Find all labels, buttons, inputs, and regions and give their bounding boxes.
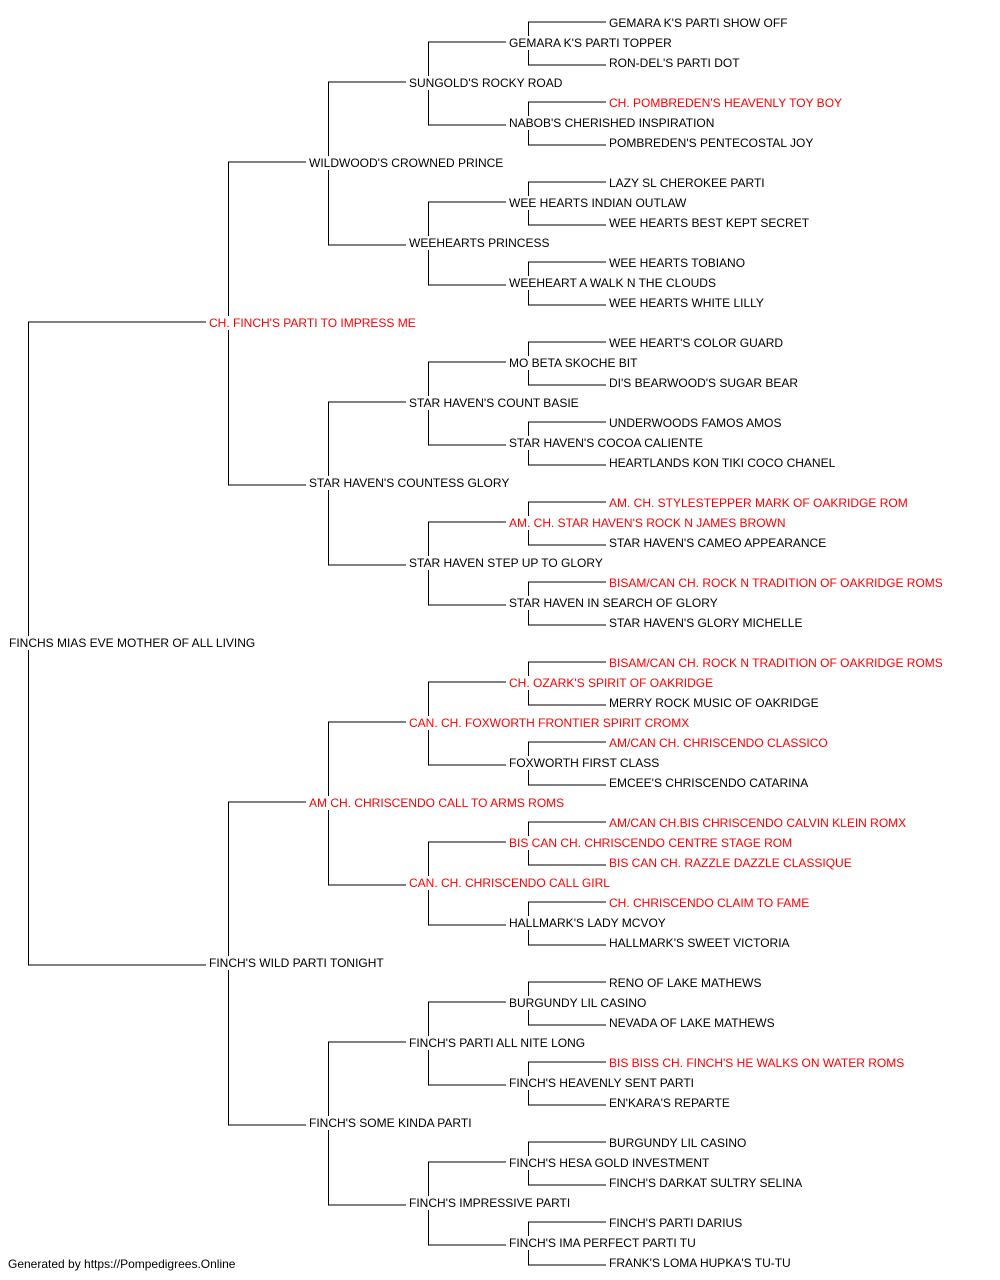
dam-name-gen3[interactable]: FINCH'S IMPRESSIVE PARTI <box>408 1196 572 1210</box>
sire-name-gen4[interactable]: WEE HEARTS INDIAN OUTLAW <box>508 196 688 210</box>
sire-name-gen3[interactable]: CAN. CH. FOXWORTH FRONTIER SPIRIT CROMX <box>408 716 691 730</box>
sire-name-gen5[interactable]: UNDERWOODS FAMOS AMOS <box>608 416 783 430</box>
sire-name-gen5[interactable]: AM. CH. STYLESTEPPER MARK OF OAKRIDGE RO… <box>608 496 909 510</box>
sire-name-gen5[interactable]: LAZY SL CHEROKEE PARTI <box>608 176 766 190</box>
sire-name-gen4[interactable]: BURGUNDY LIL CASINO <box>508 996 648 1010</box>
dam-name-gen5[interactable]: STAR HAVEN'S GLORY MICHELLE <box>608 616 804 630</box>
dam-name-gen3[interactable]: WEEHEARTS PRINCESS <box>408 236 551 250</box>
sire-name-gen5[interactable]: AM/CAN CH. CHRISCENDO CLASSICO <box>608 736 829 750</box>
sire-name-gen5[interactable]: RENO OF LAKE MATHEWS <box>608 976 763 990</box>
dam-name-gen5[interactable]: HEARTLANDS KON TIKI COCO CHANEL <box>608 456 837 470</box>
dam-name-gen3[interactable]: CAN. CH. CHRISCENDO CALL GIRL <box>408 876 611 890</box>
dam-name-gen4[interactable]: FINCH'S IMA PERFECT PARTI TU <box>508 1236 697 1250</box>
sire-name-gen5[interactable]: GEMARA K'S PARTI SHOW OFF <box>608 16 789 30</box>
sire-name-gen4[interactable]: GEMARA K'S PARTI TOPPER <box>508 36 673 50</box>
dam-name-gen4[interactable]: STAR HAVEN IN SEARCH OF GLORY <box>508 596 719 610</box>
dam-name-gen5[interactable]: BIS CAN CH. RAZZLE DAZZLE CLASSIQUE <box>608 856 853 870</box>
dam-name-gen2[interactable]: STAR HAVEN'S COUNTESS GLORY <box>308 476 511 490</box>
dam-name-gen5[interactable]: EMCEE'S CHRISCENDO CATARINA <box>608 776 810 790</box>
generated-by-footer[interactable]: Generated by https://Pompedigrees.Online <box>8 1257 236 1271</box>
sire-name-gen4[interactable]: BIS CAN CH. CHRISCENDO CENTRE STAGE ROM <box>508 836 794 850</box>
dam-name-gen4[interactable]: FOXWORTH FIRST CLASS <box>508 756 661 770</box>
sire-name-gen5[interactable]: WEE HEART'S COLOR GUARD <box>608 336 785 350</box>
dam-name-gen5[interactable]: STAR HAVEN'S CAMEO APPEARANCE <box>608 536 828 550</box>
dam-name-gen1[interactable]: FINCH'S WILD PARTI TONIGHT <box>208 956 385 970</box>
dam-name-gen5[interactable]: WEE HEARTS BEST KEPT SECRET <box>608 216 811 230</box>
dam-name-gen5[interactable]: FINCH'S DARKAT SULTRY SELINA <box>608 1176 804 1190</box>
sire-name-gen3[interactable]: STAR HAVEN'S COUNT BASIE <box>408 396 580 410</box>
dam-name-gen4[interactable]: FINCH'S HEAVENLY SENT PARTI <box>508 1076 696 1090</box>
dam-name-gen4[interactable]: STAR HAVEN'S COCOA CALIENTE <box>508 436 704 450</box>
dam-name-gen3[interactable]: STAR HAVEN STEP UP TO GLORY <box>408 556 604 570</box>
sire-name-gen5[interactable]: BIS BISS CH. FINCH'S HE WALKS ON WATER R… <box>608 1056 906 1070</box>
subject-dog-name[interactable]: FINCHS MIAS EVE MOTHER OF ALL LIVING <box>8 636 257 650</box>
sire-name-gen5[interactable]: BURGUNDY LIL CASINO <box>608 1136 748 1150</box>
sire-name-gen5[interactable]: WEE HEARTS TOBIANO <box>608 256 747 270</box>
sire-name-gen4[interactable]: AM. CH. STAR HAVEN'S ROCK N JAMES BROWN <box>508 516 787 530</box>
sire-name-gen5[interactable]: BISAM/CAN CH. ROCK N TRADITION OF OAKRID… <box>608 576 944 590</box>
sire-name-gen2[interactable]: AM CH. CHRISCENDO CALL TO ARMS ROMS <box>308 796 566 810</box>
dam-name-gen5[interactable]: DI'S BEARWOOD'S SUGAR BEAR <box>608 376 800 390</box>
dam-name-gen4[interactable]: WEEHEART A WALK N THE CLOUDS <box>508 276 717 290</box>
sire-name-gen4[interactable]: CH. OZARK'S SPIRIT OF OAKRIDGE <box>508 676 715 690</box>
sire-name-gen5[interactable]: AM/CAN CH.BIS CHRISCENDO CALVIN KLEIN RO… <box>608 816 908 830</box>
sire-name-gen1[interactable]: CH. FINCH'S PARTI TO IMPRESS ME <box>208 316 417 330</box>
dam-name-gen5[interactable]: FRANK'S LOMA HUPKA'S TU-TU <box>608 1256 792 1270</box>
dam-name-gen5[interactable]: HALLMARK'S SWEET VICTORIA <box>608 936 791 950</box>
sire-name-gen5[interactable]: CH. POMBREDEN'S HEAVENLY TOY BOY <box>608 96 844 110</box>
dam-name-gen5[interactable]: WEE HEARTS WHITE LILLY <box>608 296 765 310</box>
dam-name-gen2[interactable]: FINCH'S SOME KINDA PARTI <box>308 1116 473 1130</box>
dam-name-gen4[interactable]: HALLMARK'S LADY MCVOY <box>508 916 667 930</box>
dam-name-gen5[interactable]: NEVADA OF LAKE MATHEWS <box>608 1016 776 1030</box>
sire-name-gen4[interactable]: FINCH'S HESA GOLD INVESTMENT <box>508 1156 711 1170</box>
sire-name-gen5[interactable]: CH. CHRISCENDO CLAIM TO FAME <box>608 896 811 910</box>
dam-name-gen4[interactable]: NABOB'S CHERISHED INSPIRATION <box>508 116 716 130</box>
dam-name-gen5[interactable]: MERRY ROCK MUSIC OF OAKRIDGE <box>608 696 820 710</box>
dam-name-gen5[interactable]: EN'KARA'S REPARTE <box>608 1096 731 1110</box>
sire-name-gen5[interactable]: FINCH'S PARTI DARIUS <box>608 1216 744 1230</box>
sire-name-gen5[interactable]: BISAM/CAN CH. ROCK N TRADITION OF OAKRID… <box>608 656 944 670</box>
sire-name-gen4[interactable]: MO BETA SKOCHE BIT <box>508 356 639 370</box>
dam-name-gen5[interactable]: POMBREDEN'S PENTECOSTAL JOY <box>608 136 815 150</box>
sire-name-gen3[interactable]: FINCH'S PARTI ALL NITE LONG <box>408 1036 587 1050</box>
sire-name-gen2[interactable]: WILDWOOD'S CROWNED PRINCE <box>308 156 505 170</box>
sire-name-gen3[interactable]: SUNGOLD'S ROCKY ROAD <box>408 76 564 90</box>
dam-name-gen5[interactable]: RON-DEL'S PARTI DOT <box>608 56 741 70</box>
